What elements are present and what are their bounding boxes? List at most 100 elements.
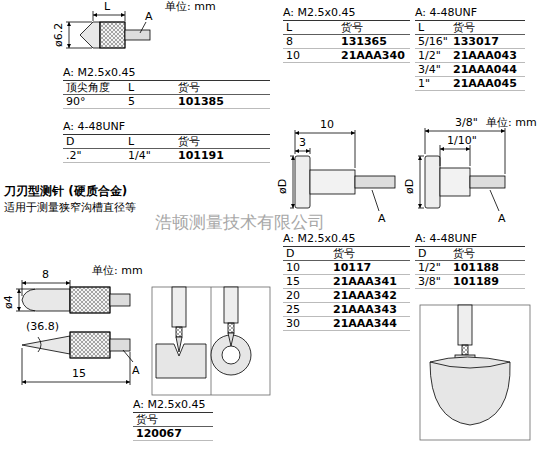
table-header: 顶尖角度 — [66, 81, 110, 95]
table-cell: 1/2" — [418, 49, 441, 63]
label: 15 — [72, 367, 86, 381]
table-rule — [283, 20, 410, 21]
label: 10 — [320, 118, 334, 132]
label: 单位: mm — [165, 0, 216, 14]
table-rule — [415, 62, 525, 63]
table-cell: 5 — [128, 95, 135, 109]
table-rule — [63, 148, 270, 149]
label: A: 4-48UNF — [415, 6, 477, 20]
table-rule — [283, 302, 410, 303]
label: A: M2.5x0.45 — [283, 232, 356, 246]
table-cell: 21AAA341 — [333, 275, 397, 289]
table-cell: 101189 — [453, 275, 499, 289]
label: 刀刃型测针 (硬质合金) — [4, 184, 127, 199]
table-cell: 5/16" — [418, 35, 448, 49]
table-header: D — [418, 247, 426, 261]
table-header: 货号 — [333, 247, 355, 261]
table-rule — [283, 316, 410, 317]
label: 单位: mm — [92, 264, 143, 278]
table-header: L — [286, 21, 292, 35]
table-header: 货号 — [136, 413, 158, 427]
label: A — [498, 212, 506, 226]
table-rule — [63, 162, 270, 163]
table-header: L — [128, 135, 134, 149]
table-rule — [415, 246, 525, 247]
table-cell: 1/4" — [128, 149, 151, 163]
table-rule — [283, 260, 410, 261]
table-cell: 20 — [286, 289, 300, 303]
label: A: M2.5x0.45 — [63, 66, 136, 80]
table-cell: 101188 — [453, 261, 499, 275]
label: (36.8) — [26, 320, 59, 334]
table-header: 货号 — [341, 21, 363, 35]
table-rule — [283, 288, 410, 289]
table-cell: 15 — [286, 275, 300, 289]
label: A: 4-48UNF — [63, 120, 125, 134]
table-cell: 21AAA045 — [453, 77, 517, 91]
table-header: 货号 — [453, 247, 475, 261]
label: 3 — [299, 136, 306, 150]
table-rule — [415, 260, 525, 261]
label: A: 4-48UNF — [415, 232, 477, 246]
table-rule — [415, 288, 525, 289]
table-rule — [415, 48, 525, 49]
table-cell: 21AAA343 — [333, 303, 397, 317]
table-rule — [283, 246, 410, 247]
table-cell: 101385 — [178, 95, 224, 109]
table-cell: 1/2" — [418, 261, 441, 275]
table-header: D — [286, 247, 294, 261]
table-cell: 21AAA340 — [341, 49, 405, 63]
table-rule — [415, 274, 525, 275]
table-cell: 131365 — [341, 35, 387, 49]
dimension-label: øD — [276, 179, 290, 194]
label: A: M2.5x0.45 — [133, 398, 206, 412]
table-rule — [133, 426, 213, 427]
dimension-label: ø6.2 — [52, 23, 66, 47]
table-rule — [63, 134, 270, 135]
watermark: 浩顿测量技术有限公司 — [155, 212, 325, 232]
label: 1/10" — [447, 134, 477, 148]
table-rule — [283, 330, 410, 331]
table-cell: 3/8" — [418, 275, 441, 289]
label: 适用于测量狭窄沟槽直径等 — [4, 201, 136, 215]
table-header: L — [418, 21, 424, 35]
table-rule — [415, 90, 525, 91]
table-rule — [415, 20, 525, 21]
label: A — [145, 10, 153, 24]
table-rule — [63, 80, 270, 81]
label: 3/8" — [455, 116, 478, 130]
table-cell: 3/4" — [418, 63, 441, 77]
table-cell: 101191 — [178, 149, 224, 163]
table-rule — [133, 412, 213, 413]
table-rule — [415, 76, 525, 77]
table-cell: 10 — [286, 49, 300, 63]
label: 8 — [42, 268, 49, 282]
table-cell: 25 — [286, 303, 300, 317]
table-rule — [63, 94, 270, 95]
label: A — [378, 212, 386, 226]
table-cell: 21AAA342 — [333, 289, 397, 303]
table-header: 货号 — [178, 135, 200, 149]
table-cell: 21AAA344 — [333, 317, 397, 331]
table-cell: 120067 — [136, 427, 182, 441]
table-cell: 21AAA043 — [453, 49, 517, 63]
table-rule — [283, 48, 410, 49]
dimension-label: ø4 — [2, 295, 16, 309]
table-header: L — [128, 81, 134, 95]
table-cell: 8 — [286, 35, 293, 49]
table-cell: 1" — [418, 77, 430, 91]
table-cell: 21AAA044 — [453, 63, 517, 77]
table-rule — [63, 108, 270, 109]
label: 单位: mm — [486, 116, 537, 130]
table-header: 货号 — [178, 81, 200, 95]
table-rule — [283, 34, 410, 35]
table-rule — [133, 440, 213, 441]
label: A — [132, 364, 140, 378]
table-rule — [283, 274, 410, 275]
table-rule — [415, 34, 525, 35]
label: A: M2.5x0.45 — [283, 6, 356, 20]
table-cell: 90° — [66, 95, 86, 109]
table-cell: .2" — [66, 149, 82, 163]
table-header: D — [66, 135, 74, 149]
